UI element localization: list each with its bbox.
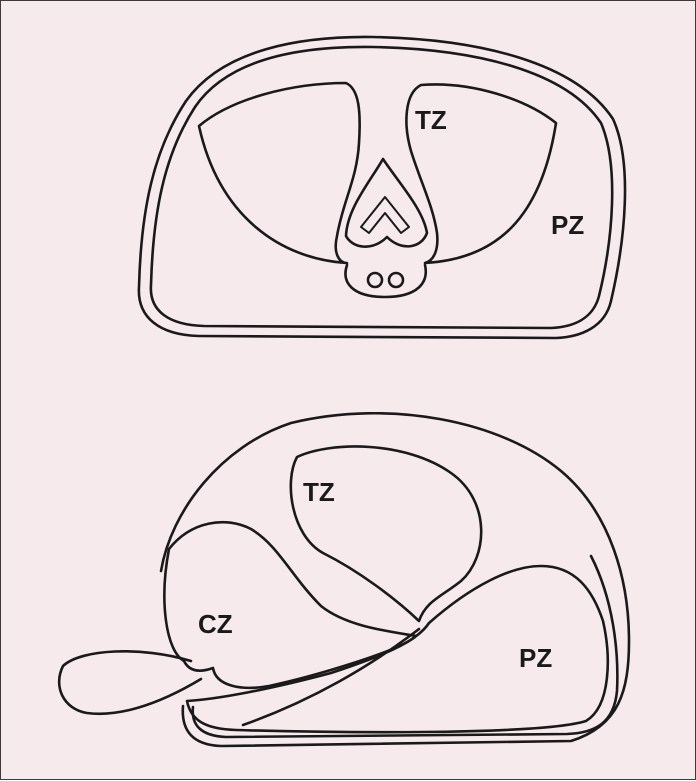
sagittal-section: TZ CZ PZ (59, 413, 629, 746)
sagittal-capsule-inner (193, 556, 618, 737)
sagittal-label-cz: CZ (198, 609, 233, 639)
axial-ejaculatory-duct-right (389, 273, 403, 287)
axial-ejaculatory-duct-left (368, 273, 382, 287)
axial-urethra (346, 159, 427, 247)
axial-capsule-inner (151, 47, 612, 328)
sagittal-seminal-vesicle (59, 651, 201, 713)
sagittal-urethra-line (243, 629, 419, 725)
axial-ejaculatory-ducts-outline (346, 265, 426, 297)
axial-label-pz: PZ (551, 210, 584, 240)
axial-label-tz: TZ (415, 105, 447, 135)
sagittal-central-zone (164, 522, 416, 688)
sagittal-label-pz: PZ (519, 643, 552, 673)
axial-urethra-lumen (361, 197, 409, 233)
sagittal-label-tz: TZ (303, 477, 335, 507)
sagittal-transition-zone (291, 446, 481, 621)
axial-transition-zone-left (199, 83, 360, 263)
axial-section: TZ PZ (139, 37, 625, 338)
